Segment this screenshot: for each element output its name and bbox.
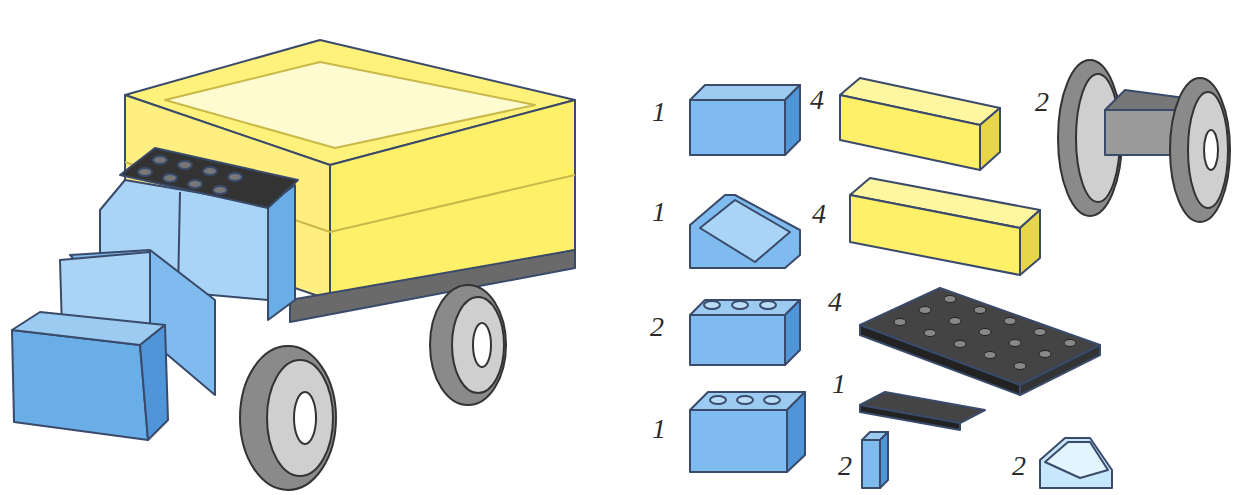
- quantity-number: 2: [1012, 452, 1026, 480]
- quantity-number: 4: [810, 86, 824, 114]
- quantity-number: 4: [828, 288, 842, 316]
- quantity-number: 4: [812, 200, 826, 228]
- quantity-number: 1: [832, 370, 846, 398]
- parts-list: [690, 60, 1230, 488]
- quantity-number: 1: [652, 98, 666, 126]
- quantity-number: 2: [838, 452, 852, 480]
- quantity-number: 1: [652, 198, 666, 226]
- quantity-number: 2: [650, 313, 664, 341]
- quantity-number: 1: [652, 415, 666, 443]
- quantity-number: 2: [1035, 88, 1049, 116]
